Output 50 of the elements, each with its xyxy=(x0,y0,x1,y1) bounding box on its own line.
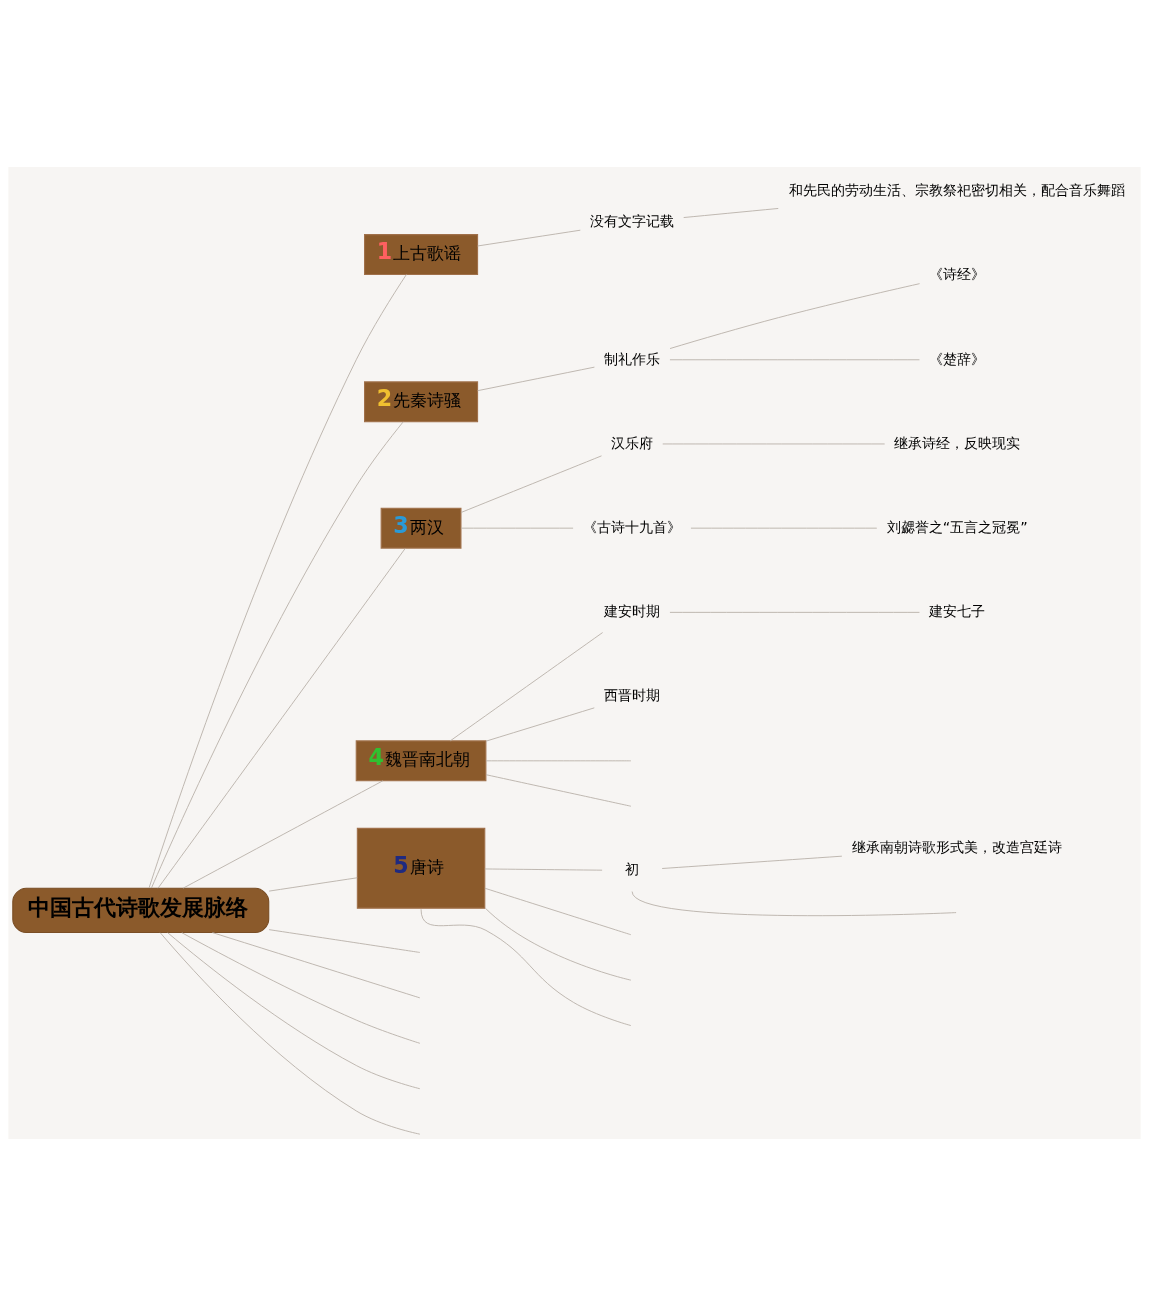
connector xyxy=(485,706,595,742)
connector xyxy=(484,868,603,871)
node-text: 初 xyxy=(625,860,640,877)
node-text: 制礼作乐 xyxy=(604,350,661,367)
connector xyxy=(460,454,602,513)
connector xyxy=(662,443,886,444)
connector xyxy=(631,890,957,916)
node-text: 西晋时期 xyxy=(604,686,661,703)
node-text: 和先民的劳动生活、宗教祭祀密切相关，配合音乐舞蹈 xyxy=(789,181,1126,198)
node-box: 1上古歌谣 xyxy=(364,233,479,275)
connector xyxy=(690,527,878,529)
node-box: 中国古代诗歌发展脉络 xyxy=(12,887,270,933)
node-text: 建安七子 xyxy=(929,602,986,619)
connector xyxy=(669,358,920,360)
node-box: 2先秦诗骚 xyxy=(364,380,479,422)
node-text: 建安时期 xyxy=(604,602,661,619)
node-box: 5唐诗 xyxy=(356,827,486,909)
node-text: 汉乐府 xyxy=(611,434,654,451)
connector xyxy=(182,779,384,889)
node-text: 《古诗十九首》 xyxy=(583,518,682,535)
connector xyxy=(268,876,358,892)
node-text: 继承诗经，反映现实 xyxy=(894,434,1021,451)
node-text: 没有文字记载 xyxy=(590,212,675,229)
node-text: 《楚辞》 xyxy=(929,350,986,367)
connector xyxy=(661,855,843,869)
node-box: 4魏晋南北朝 xyxy=(355,739,487,781)
connector xyxy=(460,527,574,529)
connector xyxy=(167,931,421,1089)
node-box: 3两汉 xyxy=(380,507,462,549)
connector xyxy=(157,547,406,889)
connector xyxy=(485,773,632,807)
connector xyxy=(669,611,920,613)
node-text: 《诗经》 xyxy=(929,265,986,282)
connector xyxy=(477,229,581,246)
connector xyxy=(181,931,421,1044)
node-text: 继承南朝诗歌形式美，改造宫廷诗 xyxy=(852,838,1063,855)
node-text: 刘勰誉之“五言之冠冕” xyxy=(886,518,1028,535)
connector xyxy=(151,420,404,888)
connector xyxy=(159,931,421,1135)
connector xyxy=(484,907,632,981)
connector xyxy=(449,631,604,741)
connector xyxy=(477,366,595,391)
connector xyxy=(485,759,632,761)
connector xyxy=(669,282,921,349)
connector xyxy=(211,931,421,998)
connector xyxy=(268,928,421,953)
connector xyxy=(420,908,632,1026)
connector xyxy=(484,887,632,935)
connector xyxy=(683,207,779,218)
connector xyxy=(148,273,407,888)
